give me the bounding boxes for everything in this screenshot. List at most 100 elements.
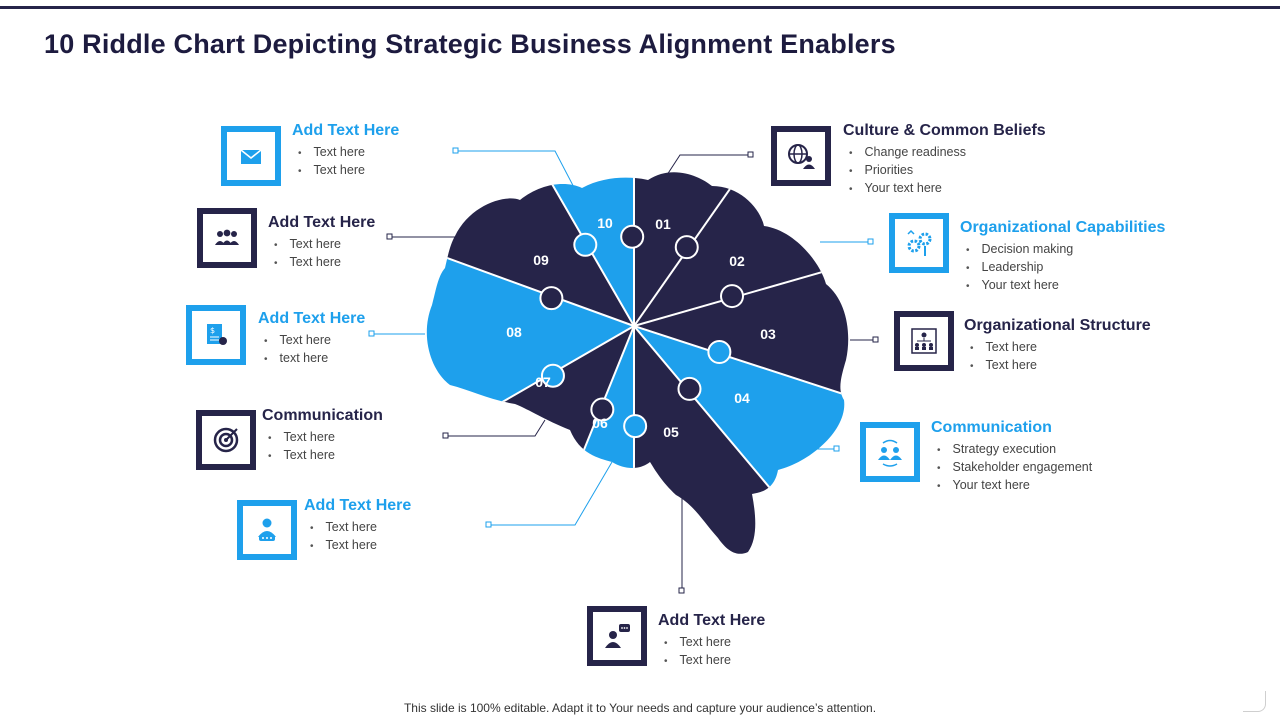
top-border-line xyxy=(0,6,1280,9)
puzzle-knobs xyxy=(539,224,745,439)
item-card: Communication Text hereText here xyxy=(262,407,383,465)
item-bullet: Your text here xyxy=(966,277,1165,295)
item-card: Communication Strategy executionStakehol… xyxy=(931,419,1092,495)
target-icon xyxy=(213,427,239,453)
item-heading: Add Text Here xyxy=(658,612,766,629)
item-bullet: Strategy execution xyxy=(937,441,1092,459)
item-bullet: Leadership xyxy=(966,259,1165,277)
segment-number: 10 xyxy=(597,215,613,231)
item-bullet: Your text here xyxy=(849,180,1046,198)
puzzle-piece xyxy=(634,326,840,554)
puzzle-knob xyxy=(623,414,648,439)
item-bullet: Text here xyxy=(268,429,383,447)
item-heading: Communication xyxy=(931,419,1052,436)
connector-line xyxy=(456,150,580,198)
item-heading: Add Text Here xyxy=(304,497,412,514)
connector-endpoint xyxy=(833,445,840,452)
segment-number: 06 xyxy=(592,415,608,431)
segment-number: 02 xyxy=(729,253,745,269)
connector-endpoint xyxy=(452,147,459,154)
puzzle-knob xyxy=(539,286,564,311)
piece-separator xyxy=(473,172,635,327)
gears-growth-icon-box xyxy=(889,213,949,273)
speaker-person-icon xyxy=(258,518,276,541)
envelope-icon xyxy=(240,149,262,164)
item-heading: Add Text Here xyxy=(292,122,400,139)
connector-line xyxy=(664,154,751,179)
connector-endpoint xyxy=(368,330,375,337)
presentation-chat-icon-box xyxy=(587,606,647,666)
segment-number: 09 xyxy=(533,252,549,268)
item-bullet: Text here xyxy=(664,634,765,652)
connector-endpoint xyxy=(442,432,449,439)
segment-number: 07 xyxy=(535,374,551,390)
puzzle-knob xyxy=(573,232,598,257)
item-heading: Add Text Here xyxy=(258,310,366,327)
item-bullet: Text here xyxy=(970,357,1151,375)
document-dollar-icon-box: $ xyxy=(186,305,246,365)
piece-separator xyxy=(633,172,819,327)
item-bullet: Priorities xyxy=(849,162,1046,180)
item-heading: Culture & Common Beliefs xyxy=(843,122,1046,139)
page-title: 10 Riddle Chart Depicting Strategic Busi… xyxy=(44,29,896,59)
item-bullet: Text here xyxy=(264,332,365,350)
item-card: Add Text Here Text hereText here xyxy=(304,497,411,555)
document-dollar-icon: $ xyxy=(207,324,227,345)
globe-person-icon-box xyxy=(771,126,831,186)
item-card: Culture & Common Beliefs Change readines… xyxy=(843,122,1046,198)
connector-line xyxy=(489,461,613,526)
connector-line xyxy=(446,419,546,437)
item-bullet: Text here xyxy=(268,447,383,465)
puzzle-piece xyxy=(426,216,634,486)
item-heading: Add Text Here xyxy=(268,214,376,231)
puzzle-knob xyxy=(590,397,615,422)
segment-number: 01 xyxy=(655,216,671,232)
piece-separator xyxy=(633,236,849,327)
piece-separator xyxy=(633,325,849,426)
item-card: Add Text Here Text hereText here xyxy=(292,122,399,180)
corner-mark xyxy=(1243,691,1266,712)
envelope-icon-box xyxy=(221,126,281,186)
item-bullet: Text here xyxy=(298,162,399,180)
item-bullet: Stakeholder engagement xyxy=(937,459,1093,477)
speaker-person-icon-box xyxy=(237,500,297,560)
item-bullet: Decision making xyxy=(966,241,1165,259)
connector-endpoint xyxy=(485,521,492,528)
item-bullet: Change readiness xyxy=(849,144,1046,162)
item-heading: Organizational Structure xyxy=(964,317,1151,334)
connector-endpoint xyxy=(747,151,754,158)
item-bullet: Your text here xyxy=(937,477,1092,495)
segment-number: 08 xyxy=(506,324,522,340)
svg-text:$: $ xyxy=(210,326,215,335)
item-bullet: text here xyxy=(264,350,365,368)
puzzle-piece xyxy=(634,326,849,554)
puzzle-knob xyxy=(674,235,699,260)
connector-endpoint xyxy=(386,233,393,240)
team-icon xyxy=(215,229,239,245)
item-bullet: Text here xyxy=(664,652,765,670)
item-card: Organizational Capabilities Decision mak… xyxy=(960,219,1165,295)
connector-endpoints xyxy=(368,147,879,594)
connector-endpoint xyxy=(872,336,879,343)
target-icon-box xyxy=(196,410,256,470)
item-bullet: Text here xyxy=(298,144,399,162)
item-heading: Communication xyxy=(262,407,383,424)
item-card: Add Text Here Text hereText here xyxy=(658,612,765,670)
item-bullet: Text here xyxy=(274,254,375,272)
item-bullet: Text here xyxy=(310,537,411,555)
gears-growth-icon xyxy=(907,229,932,256)
org-chart-icon xyxy=(911,328,937,354)
puzzle-piece xyxy=(634,237,849,425)
puzzle-knob xyxy=(720,284,745,309)
item-card: Add Text Here Text hereText here xyxy=(268,214,375,272)
connector-endpoint xyxy=(867,238,874,245)
globe-person-icon xyxy=(788,144,815,169)
segment-number: 04 xyxy=(734,390,750,406)
puzzle-knob xyxy=(707,340,732,365)
connector-lines xyxy=(372,150,876,591)
footer-note: This slide is 100% editable. Adapt it to… xyxy=(403,701,877,715)
item-card: Add Text Here Text heretext here xyxy=(258,310,365,368)
puzzle-knob xyxy=(540,363,565,388)
puzzle-knob xyxy=(620,224,645,249)
